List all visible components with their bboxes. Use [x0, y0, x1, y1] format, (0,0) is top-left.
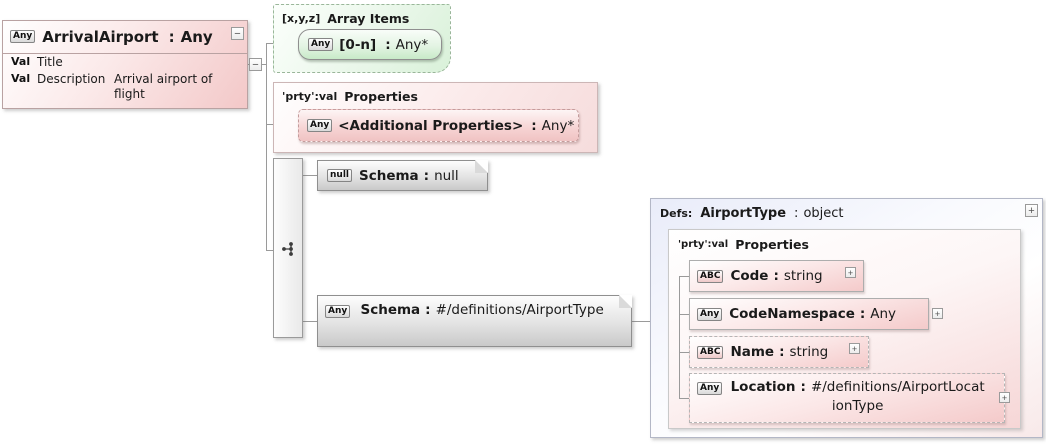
val-label: Val	[11, 55, 31, 68]
defs-header: Defs: AirportType :object	[651, 199, 1042, 221]
node-name: ArrivalAirport:Any	[42, 27, 213, 46]
description-row: Val Description Arrival airport of fligh…	[3, 69, 247, 102]
defs-properties-header: 'prty':val Properties	[669, 230, 1020, 252]
connector-line	[303, 175, 317, 176]
any-type-badge: Any	[697, 382, 723, 395]
string-type-badge: ABC	[697, 269, 724, 283]
defs-properties-group[interactable]: 'prty':val Properties ABC Code:string + …	[668, 229, 1021, 429]
group-title: Properties	[735, 237, 809, 252]
field-value: Arrival airport of flight	[114, 72, 213, 101]
connector-line	[632, 321, 650, 322]
any-type-badge: Any	[308, 38, 334, 51]
choice-connector-bar[interactable]	[273, 158, 303, 338]
node-name: Code:string	[730, 268, 823, 284]
array-tag: [x,y,z]	[282, 12, 321, 25]
expand-button[interactable]: +	[932, 308, 943, 319]
field-key: Description	[37, 72, 106, 86]
properties-tag: 'prty':val	[678, 239, 729, 250]
node-name: <Additional Properties>:Any*	[338, 117, 575, 134]
node-name: Schema:#/definitions/AirportType	[360, 302, 604, 318]
any-type-badge: Any	[307, 119, 333, 132]
definition-type: :object	[794, 206, 844, 221]
connector-line	[679, 398, 689, 399]
expand-button[interactable]: +	[1025, 204, 1038, 217]
node-name: Location:#/definitions/AirportLocationTy…	[730, 379, 985, 414]
folded-corner-flap	[619, 295, 632, 308]
header-divider	[3, 53, 247, 54]
expand-button[interactable]: +	[999, 392, 1010, 403]
connector-line	[679, 352, 689, 353]
definition-name: AirportType	[700, 206, 787, 221]
additional-properties-node[interactable]: Any <Additional Properties>:Any*	[298, 109, 579, 142]
any-type-badge: Any	[10, 30, 36, 43]
array-items-header: [x,y,z] Array Items	[274, 5, 450, 26]
group-title: Array Items	[327, 11, 410, 26]
arrival-airport-box[interactable]: Any ArrivalAirport:Any − Val Title Val D…	[2, 20, 248, 109]
connector-line	[679, 276, 680, 398]
branch-icon	[282, 242, 293, 256]
connector-line	[266, 250, 274, 251]
node-name: [0-n]:Any*	[339, 36, 429, 53]
any-type-badge: Any	[325, 305, 351, 318]
group-title: Properties	[344, 89, 418, 104]
property-code-node[interactable]: ABC Code:string +	[689, 260, 864, 292]
property-name-node[interactable]: ABC Name:string +	[689, 336, 869, 368]
null-type-badge: null	[327, 169, 352, 182]
schema-null-node[interactable]: null Schema:null	[317, 160, 488, 191]
connector-line	[679, 314, 689, 315]
folded-corner-flap	[475, 160, 488, 173]
node-name: Schema:null	[358, 167, 459, 184]
field-key: Title	[37, 55, 63, 69]
expand-button[interactable]: +	[849, 343, 860, 354]
property-codenamespace-node[interactable]: Any CodeNamespace:Any	[689, 298, 929, 330]
properties-tag: 'prty':val	[282, 90, 338, 103]
collapse-button[interactable]: −	[231, 27, 244, 40]
node-name: CodeNamespace:Any	[729, 306, 897, 322]
properties-group[interactable]: 'prty':val Properties Any <Additional Pr…	[273, 82, 598, 153]
array-item-node[interactable]: Any [0-n]:Any*	[298, 29, 442, 60]
connector-line	[303, 321, 317, 322]
connector-line	[679, 276, 689, 277]
connector-line	[266, 43, 267, 251]
string-type-badge: ABC	[697, 345, 724, 359]
defs-tag: Defs:	[660, 207, 693, 220]
property-location-node[interactable]: Any Location:#/definitions/AirportLocati…	[689, 373, 1005, 423]
arrival-airport-header: Any ArrivalAirport:Any	[3, 21, 247, 52]
branch-collapse-button[interactable]: −	[249, 58, 262, 71]
schema-ref-node[interactable]: Any Schema:#/definitions/AirportType	[317, 295, 632, 347]
title-row: Val Title	[3, 52, 247, 69]
expand-button[interactable]: +	[845, 267, 856, 278]
defs-airport-type-container[interactable]: + Defs: AirportType :object 'prty':val P…	[650, 198, 1043, 438]
node-name: Name:string	[730, 344, 829, 360]
properties-header: 'prty':val Properties	[274, 83, 597, 104]
any-type-badge: Any	[697, 307, 723, 321]
val-label: Val	[11, 72, 31, 85]
array-items-group[interactable]: [x,y,z] Array Items Any [0-n]:Any*	[273, 4, 451, 73]
